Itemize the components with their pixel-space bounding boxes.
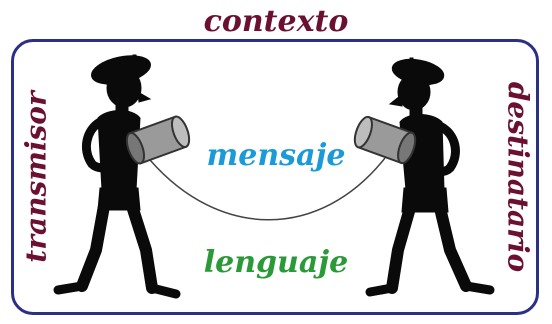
receiver-can [353,115,417,165]
sender-figure [53,54,181,299]
receiver-label: destinatario [501,81,535,273]
message-label: mensaje [206,138,346,173]
language-label: lenguaje [203,245,349,280]
sender-can [125,115,191,165]
sender-label: transmisor [19,91,53,263]
context-frame [11,39,539,315]
context-label: contexto [0,4,552,39]
string-line [149,157,386,221]
